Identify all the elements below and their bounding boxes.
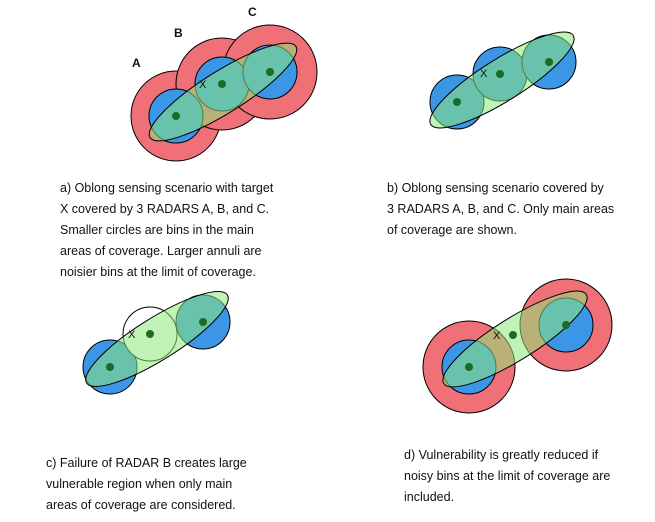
caption-line: a) Oblong sensing scenario with target [60,181,274,195]
caption-line: Smaller circles are bins in the main [60,223,254,237]
caption-line: b) Oblong sensing scenario covered by [387,181,604,195]
panel-b-diagram: X [429,31,577,130]
caption-panel-d: d) Vulnerability is greatly reduced if n… [404,445,610,508]
oblong-sensing-region [429,31,575,129]
caption-line: vulnerable region when only main [46,477,233,491]
sensor-dot-a [172,112,180,120]
caption-line: included. [404,490,455,504]
oblong-sensing-region [148,42,298,142]
panel-d-diagram: X [422,278,613,414]
caption-line: areas of coverage. Larger annuli are [60,244,262,258]
panel-a-diagram: A B C X [130,5,318,162]
caption-line: d) Vulnerability is greatly reduced if [404,448,599,462]
sensor-dot-c [199,318,207,326]
sensor-dot-a [465,363,473,371]
sensor-dot-b [496,70,504,78]
sensor-dot-b [509,331,517,339]
radar-label-a: A [132,56,141,70]
caption-line: areas of coverage are considered. [46,498,236,512]
caption-line: 3 RADARS A, B, and C. Only main areas [387,202,615,216]
caption-line: c) Failure of RADAR B creates large [46,456,247,470]
oblong-sensing-region [442,290,588,388]
sensor-dot-b [218,80,226,88]
target-x-marker: X [128,329,136,341]
radar-label-c: C [248,5,257,19]
oblong-sensing-region [85,291,229,387]
sensor-dot-c [545,58,553,66]
sensor-dot-c [266,68,274,76]
caption-line: noisy bins at the limit of coverage are [404,469,611,483]
target-x-marker: X [199,79,207,91]
caption-panel-b: b) Oblong sensing scenario covered by 3 … [387,178,614,241]
sensor-dot-c [562,321,570,329]
target-x-marker: X [480,68,488,80]
caption-line: noisier bins at the limit of coverage. [60,265,256,279]
sensor-dot-b [146,330,154,338]
sensor-dot-a [106,363,114,371]
radar-label-b: B [174,26,183,40]
target-x-marker: X [493,330,501,342]
caption-line: X covered by 3 RADARS A, B, and C. [60,202,270,216]
caption-panel-c: c) Failure of RADAR B creates large vuln… [46,453,247,516]
sensor-dot-a [453,98,461,106]
panel-c-diagram: X [82,291,231,395]
caption-panel-a: a) Oblong sensing scenario with target X… [60,178,273,283]
caption-line: of coverage are shown. [387,223,517,237]
